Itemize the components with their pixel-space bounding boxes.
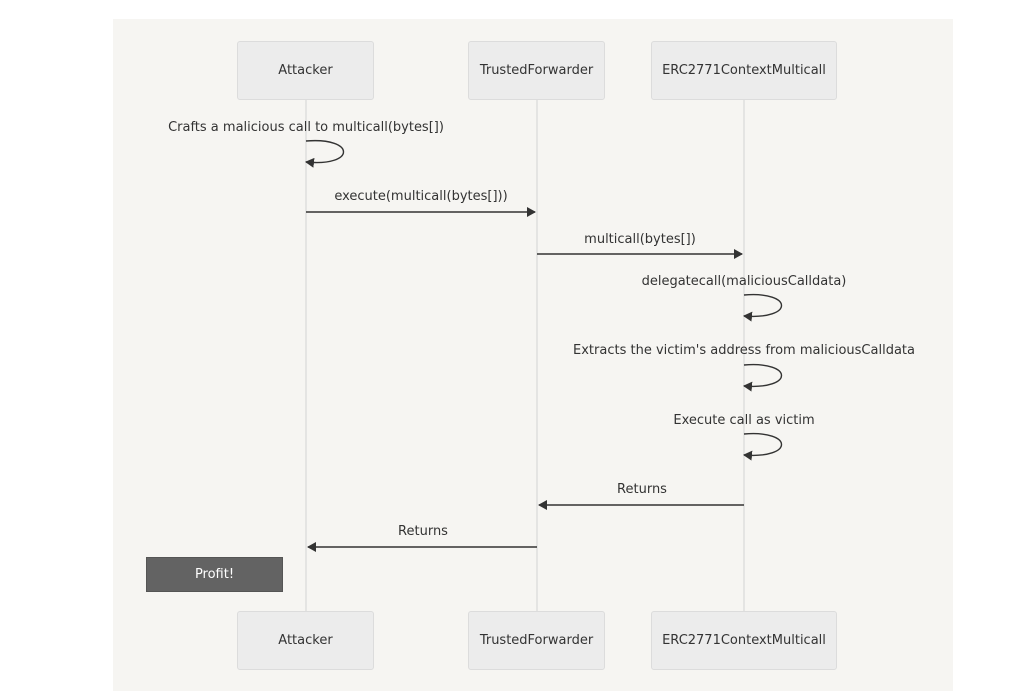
actor-attacker-top: Attacker [237,41,374,100]
actor-label: Attacker [278,633,333,648]
self-arrow-extracts [743,363,783,392]
note-profit: Profit! [146,557,283,592]
actor-label: Attacker [278,63,333,78]
message-label-extracts: Extracts the victim's address from malic… [573,343,915,358]
message-label-execute-as-victim: Execute call as victim [673,413,815,428]
message-label-returns-attacker: Returns [398,524,448,539]
actor-attacker-bottom: Attacker [237,611,374,670]
actor-erc2771-context-multicall-top: ERC2771ContextMulticall [651,41,837,100]
message-label-returns-forwarder: Returns [617,482,667,497]
message-label-delegatecall: delegatecall(maliciousCalldata) [641,274,847,289]
actor-label: ERC2771ContextMulticall [662,633,826,648]
message-label-execute: execute(multicall(bytes[])) [334,189,508,204]
actor-trusted-forwarder-bottom: TrustedForwarder [468,611,605,670]
self-arrow-delegatecall [743,293,783,322]
actor-label: TrustedForwarder [479,63,594,78]
actor-label: ERC2771ContextMulticall [662,63,826,78]
actor-label: TrustedForwarder [479,633,594,648]
actor-trusted-forwarder-top: TrustedForwarder [468,41,605,100]
actor-erc2771-context-multicall-bottom: ERC2771ContextMulticall [651,611,837,670]
note-label: Profit! [194,567,235,582]
message-label-crafts: Crafts a malicious call to multicall(byt… [168,120,444,135]
self-arrow-crafts [305,139,345,168]
message-label-multicall: multicall(bytes[]) [584,232,696,247]
self-arrow-execute-as-victim [743,432,783,461]
